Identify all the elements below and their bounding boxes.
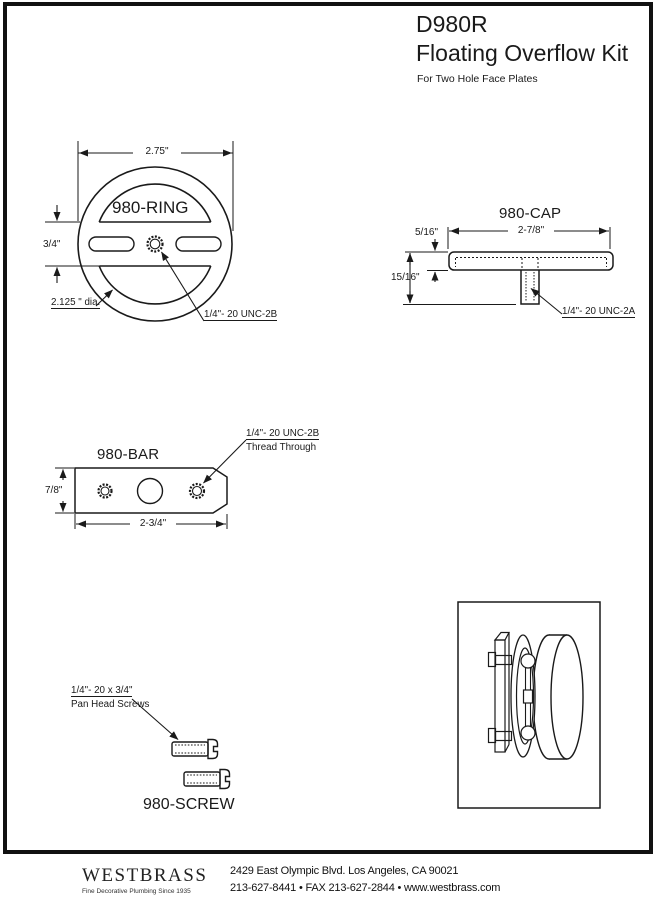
cap-thread-note: 1/4"- 20 UNC-2A [562, 306, 636, 319]
cap-part-label: 980-CAP [499, 205, 562, 222]
footer-address: 2429 East Olympic Blvd. Los Angeles, CA … [230, 865, 459, 877]
threaded-hole-symbol [146, 235, 164, 253]
ring-dim-outer: 2.75" [133, 146, 181, 158]
cap-drawing [403, 227, 614, 315]
ring-part-label: 980-RING [112, 198, 189, 217]
screw-part-label: 980-SCREW [143, 796, 235, 813]
screw-1 [171, 738, 219, 760]
screw-drawing [131, 698, 231, 790]
screw-note-line1: 1/4"- 20 x 3/4" [71, 685, 133, 698]
cap-stem [520, 270, 540, 305]
cap-dim-height: 15/16" [391, 272, 420, 283]
bar-dim-height: 7/8" [45, 485, 63, 496]
ring-dim-inner: 2.125 " dia. [51, 297, 101, 310]
bar-part-label: 980-BAR [97, 446, 160, 463]
bar-dim-width: 2-3/4" [130, 518, 176, 530]
ring-dim-band: 3/4" [43, 239, 61, 250]
assembly-drawing [457, 601, 601, 809]
ring-drawing [45, 141, 234, 322]
page-title: Floating Overflow Kit [416, 40, 629, 66]
screw-note-line2: Pan Head Screws [71, 699, 150, 710]
cap-dim-top: 5/16" [415, 227, 439, 238]
cap-dim-width: 2-7/8" [508, 225, 554, 237]
threaded-hole-symbol [188, 482, 206, 500]
model-number: D980R [416, 11, 488, 37]
bar-thread-note-line1: 1/4"- 20 UNC-2B [246, 428, 320, 441]
page-subtitle: For Two Hole Face Plates [417, 73, 538, 85]
footer-contact: 213-627-8441 • FAX 213-627-2844 • www.we… [230, 882, 501, 894]
screw-2 [183, 768, 231, 790]
bar-thread-note-line2: Thread Through [246, 442, 317, 453]
bar-drawing [55, 439, 247, 529]
westbrass-logo: WESTBRASS [82, 865, 208, 886]
logo-tagline: Fine Decorative Plumbing Since 1935 [82, 888, 191, 895]
ring-thread-note: 1/4"- 20 UNC-2B [204, 309, 278, 322]
threaded-hole-symbol [97, 483, 113, 499]
